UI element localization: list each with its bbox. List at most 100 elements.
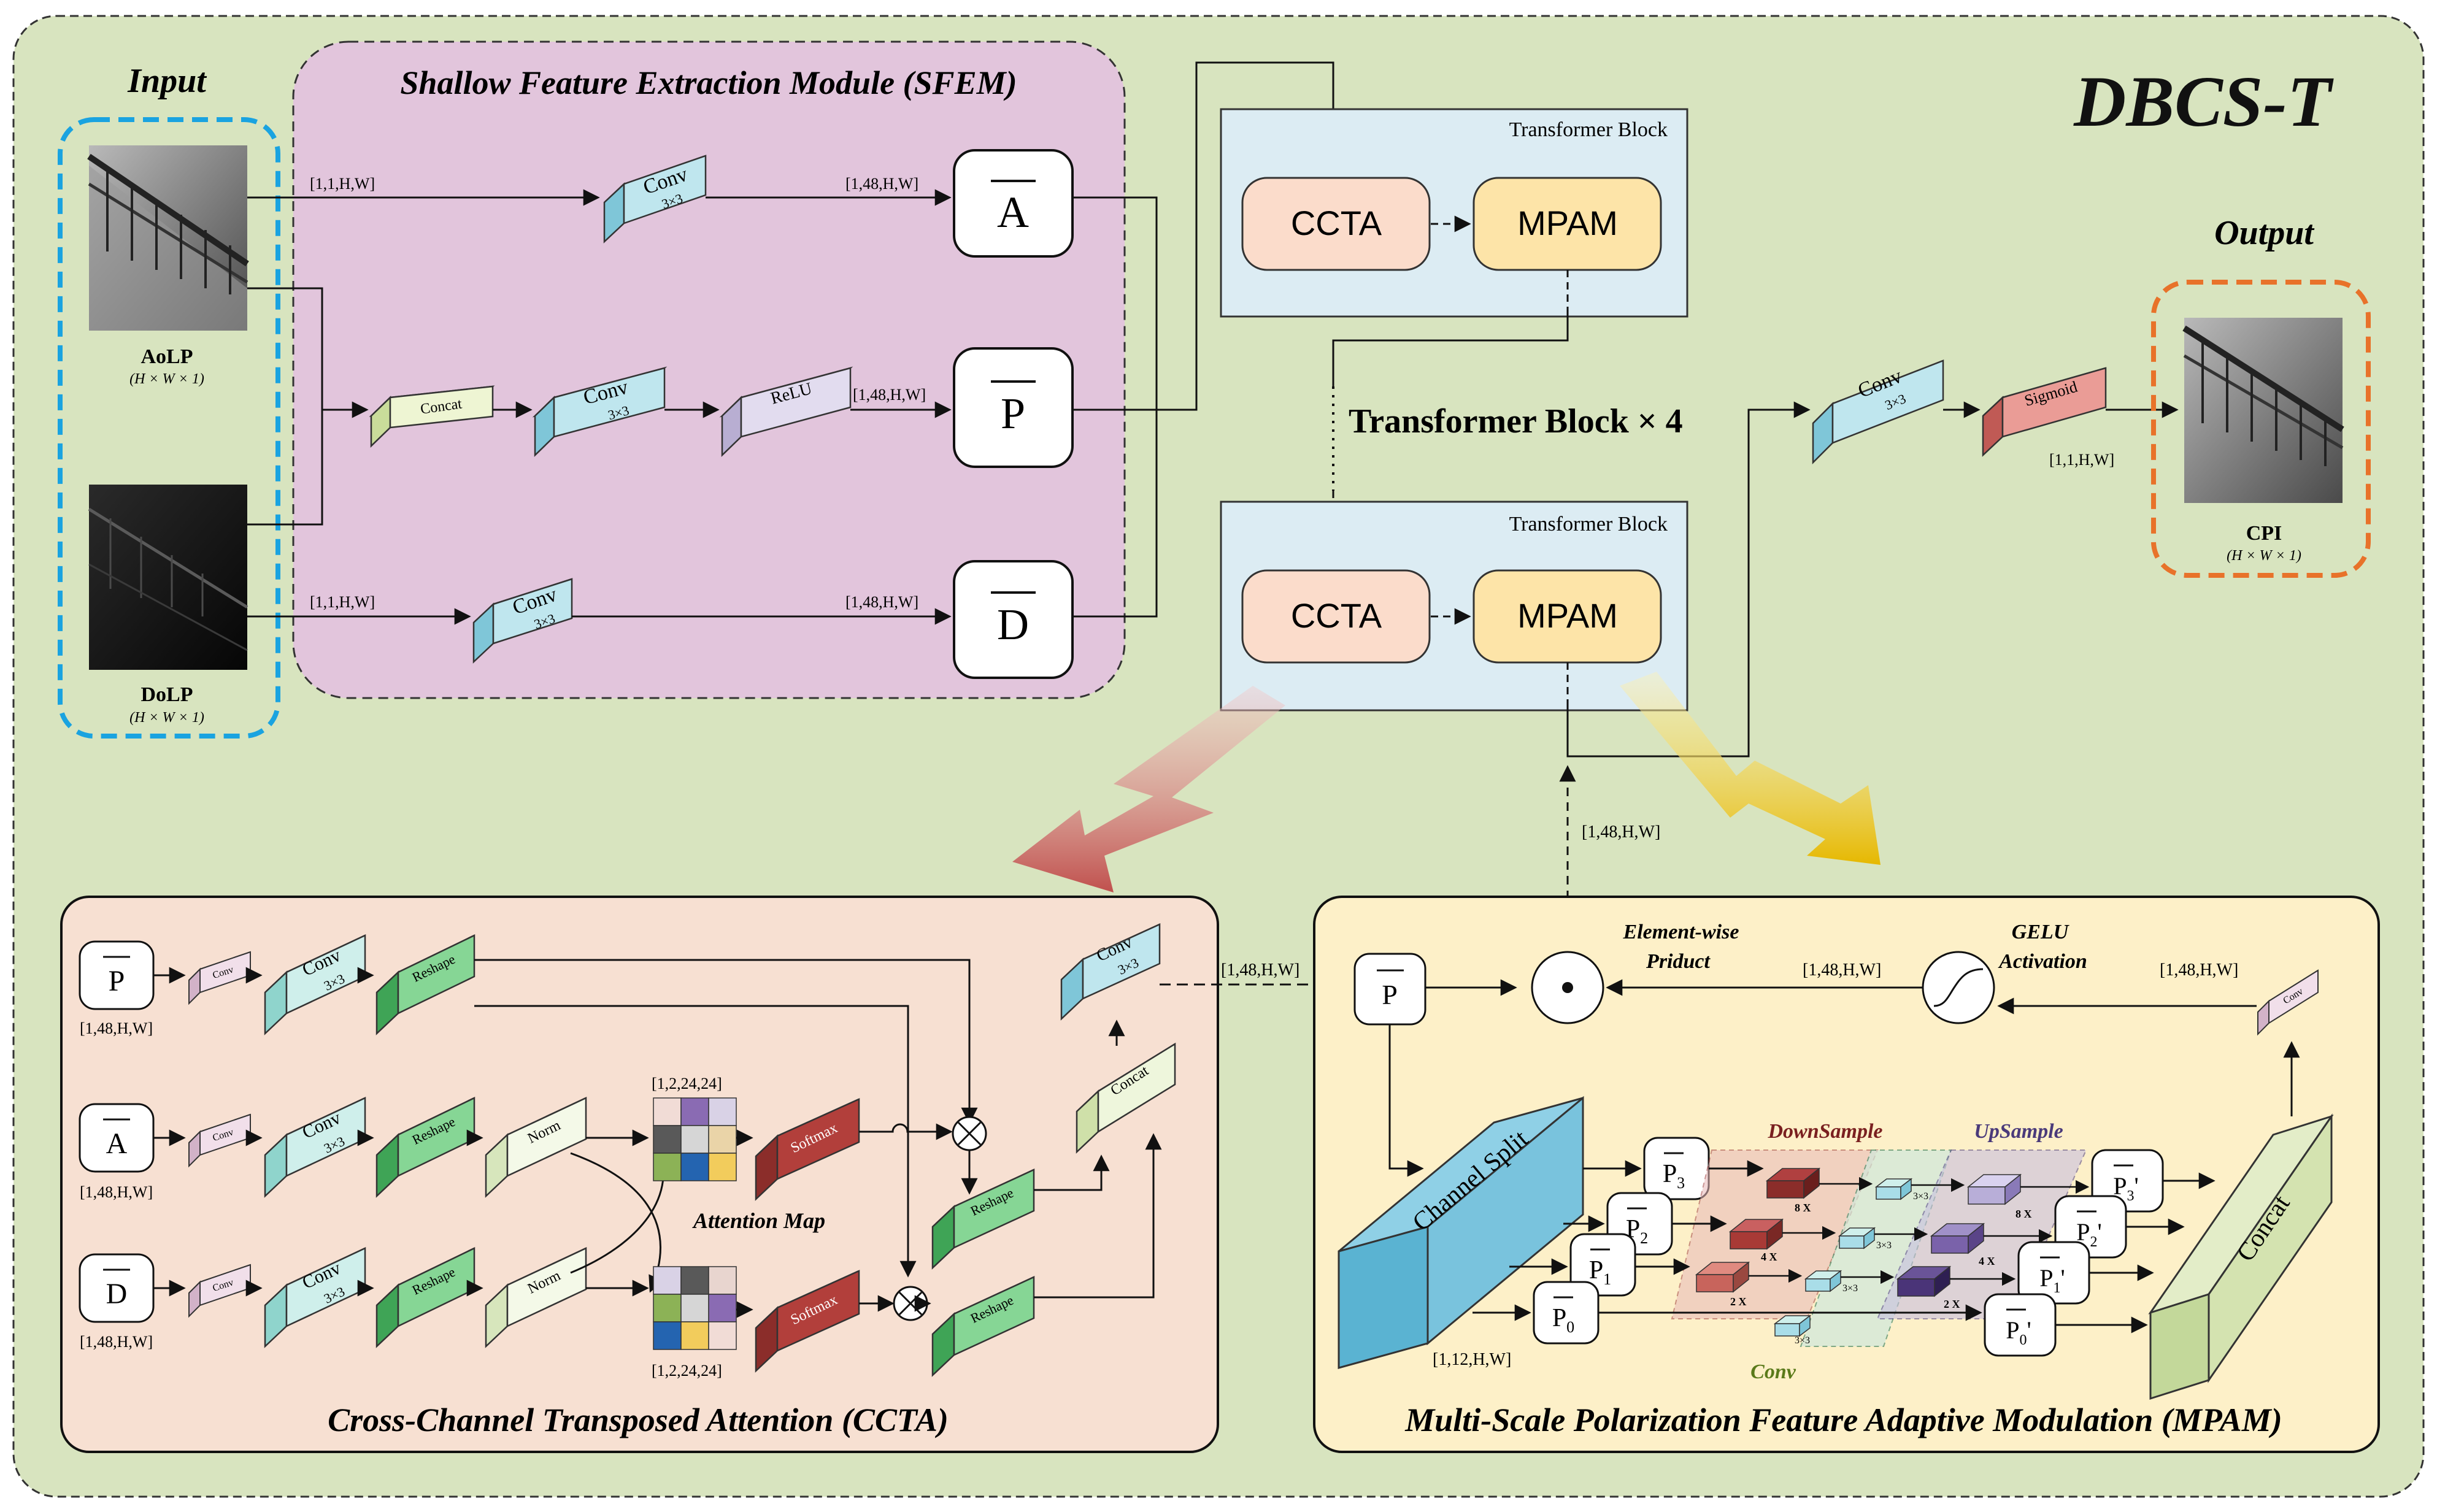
ccta-dims-a: [1,48,H,W] [80,1183,153,1201]
sfem-dim-in-bottom: [1,1,H,W] [310,593,375,611]
ccta-expand-arrow [1012,686,1285,892]
mpam-down-4x [1728,1218,1784,1250]
transformer-block-2-label: Transformer Block [1509,513,1668,535]
mpam-conv-cube-2-kernel: 3×3 [1876,1240,1892,1251]
mpam-elementwise-node [1531,951,1604,1024]
dolp-label: DoLP [141,683,193,706]
mpam-dims-gelu-in: [1,48,H,W] [2160,961,2238,980]
transformer-block-2-ccta-label: CCTA [1291,596,1382,635]
transformer-block-1-ccta-label: CCTA [1291,204,1382,242]
mpam-p2p-label: P2' [2076,1218,2101,1250]
attention-cell [653,1097,682,1126]
mpam-activation-label: Activation [1998,950,2087,973]
mpam-conv-cube-2 [1838,1227,1876,1249]
mpam-p1-label: P1 [1589,1256,1611,1288]
mpam-down-8x-label: 8 X [1795,1202,1811,1214]
mpam-p1p-prime: ' [2061,1264,2065,1292]
cpi-label: CPI [2246,522,2282,545]
mpam-down-2x-label: 2 X [1730,1295,1747,1308]
mpam-dims-gelu-out: [1,48,H,W] [1803,961,1881,980]
attention-cell [680,1153,709,1181]
mpam-elementwise-label: Element-wise [1623,921,1739,943]
mpam-panel-title: Multi-Scale Polarization Feature Adaptiv… [1404,1402,2282,1438]
mpam-p1p-sub: 1 [2054,1280,2061,1296]
mpam-p3-letter: P [1663,1160,1677,1188]
mpam-p1p-letter: P [2039,1264,2053,1292]
cpi-image [2182,318,2344,503]
mpam-conv-cube-1 [1874,1178,1913,1200]
mpam-up-4x [1930,1222,1985,1254]
ccta-attention-grid-top [653,1097,737,1181]
mpam-conv-cube-4 [1773,1314,1812,1337]
mpam-p1-node [1569,1233,1636,1297]
mpam-p3p-label: P3' [2113,1172,2138,1204]
attention-cell [653,1321,682,1350]
attention-cell [680,1266,709,1295]
ccta-a-symbol: A [106,1127,128,1160]
mpam-p-symbol: P [1382,979,1398,1010]
mpam-up-2x [1896,1265,1952,1297]
ccta-panel-title: Cross-Channel Transposed Attention (CCTA… [328,1402,949,1438]
sfem-conv-p: Conv 3×3 [532,366,668,457]
mpam-p3p-prime: ' [2135,1172,2139,1200]
ccta-dims-d: [1,48,H,W] [80,1333,153,1351]
ccta-out-conv: Conv 3×3 [1060,923,1161,1021]
dolp-dims: (H × W × 1) [129,710,204,726]
ccta-p-symbol: P [109,965,125,997]
mpam-p3-sub: 3 [1677,1174,1685,1192]
mpam-down-8x [1765,1167,1821,1199]
mpam-gelu-node [1922,951,1995,1024]
attention-cell [653,1294,682,1322]
transformer-block-1-mpam-label: MPAM [1517,204,1618,242]
sfem-dim-out-d: [1,48,H,W] [845,593,918,611]
mpam-upsample-label: UpSample [1974,1120,2063,1143]
mpam-p0-sub: 0 [1566,1318,1574,1336]
mpam-downsample-label: DownSample [1767,1120,1882,1143]
mpam-p1p-label: P1' [2039,1264,2065,1296]
attention-cell [653,1125,682,1154]
mpam-p3-label: P3 [1663,1160,1685,1192]
aolp-dims: (H × W × 1) [129,371,204,387]
aolp-image [87,145,249,331]
mpam-up-2x-label: 2 X [1944,1298,1960,1310]
sfem-a-symbol: A [997,188,1029,237]
feedback-dims: [1,48,H,W] [1582,823,1660,842]
attention-cell [708,1321,737,1350]
transformer-block-1-ccta [1241,177,1431,271]
ccta-attn-dims-bottom: [1,2,24,24] [652,1362,722,1380]
attention-cell [653,1153,682,1181]
mpam-up-8x [1966,1173,2022,1205]
mpam-down-4x-label: 4 X [1761,1251,1777,1263]
cpi-dims: (H × W × 1) [2227,548,2301,564]
attention-cell [653,1266,682,1295]
ccta-a-reshape: Reshape [375,1097,475,1198]
mpam-p2-sub: 2 [1640,1229,1648,1247]
mpam-p2p-prime: ' [2098,1218,2102,1246]
mpam-up-4x-label: 4 X [1979,1255,1995,1267]
sfem-dim-out-a: [1,48,H,W] [845,175,918,193]
mpam-p0p-sub: 0 [2020,1332,2027,1348]
mpam-p1-letter: P [1589,1256,1603,1284]
attention-cell [708,1294,737,1322]
mpam-p0p-letter: P [2006,1316,2019,1344]
ccta-d-small-conv: Conv [188,1264,251,1318]
dolp-image [88,485,248,670]
output-heading: Output [2214,214,2314,252]
mpam-p0-label: P0 [1552,1304,1574,1336]
input-box [58,117,280,739]
ccta-panel [60,896,1219,1453]
mpam-p3p-sub: 3 [2127,1188,2135,1204]
attention-cell [708,1125,737,1154]
mpam-split-dims: [1,12,H,W] [1433,1350,1511,1369]
mpam-p0p-label: P0' [2006,1316,2031,1348]
ccta-a-conv: Conv 3×3 [264,1097,366,1198]
ccta-multiply-bottom [893,1286,928,1321]
mpam-down-2x [1695,1261,1750,1293]
attention-cell [680,1125,709,1154]
mpam-concat: Concat [2148,1113,2334,1400]
mpam-p0p-prime: ' [2027,1316,2031,1344]
sfem-d-symbol: D [997,600,1029,649]
mpam-p3p-letter: P [2113,1172,2127,1200]
sfem-conv-a: Conv 3×3 [603,155,707,244]
